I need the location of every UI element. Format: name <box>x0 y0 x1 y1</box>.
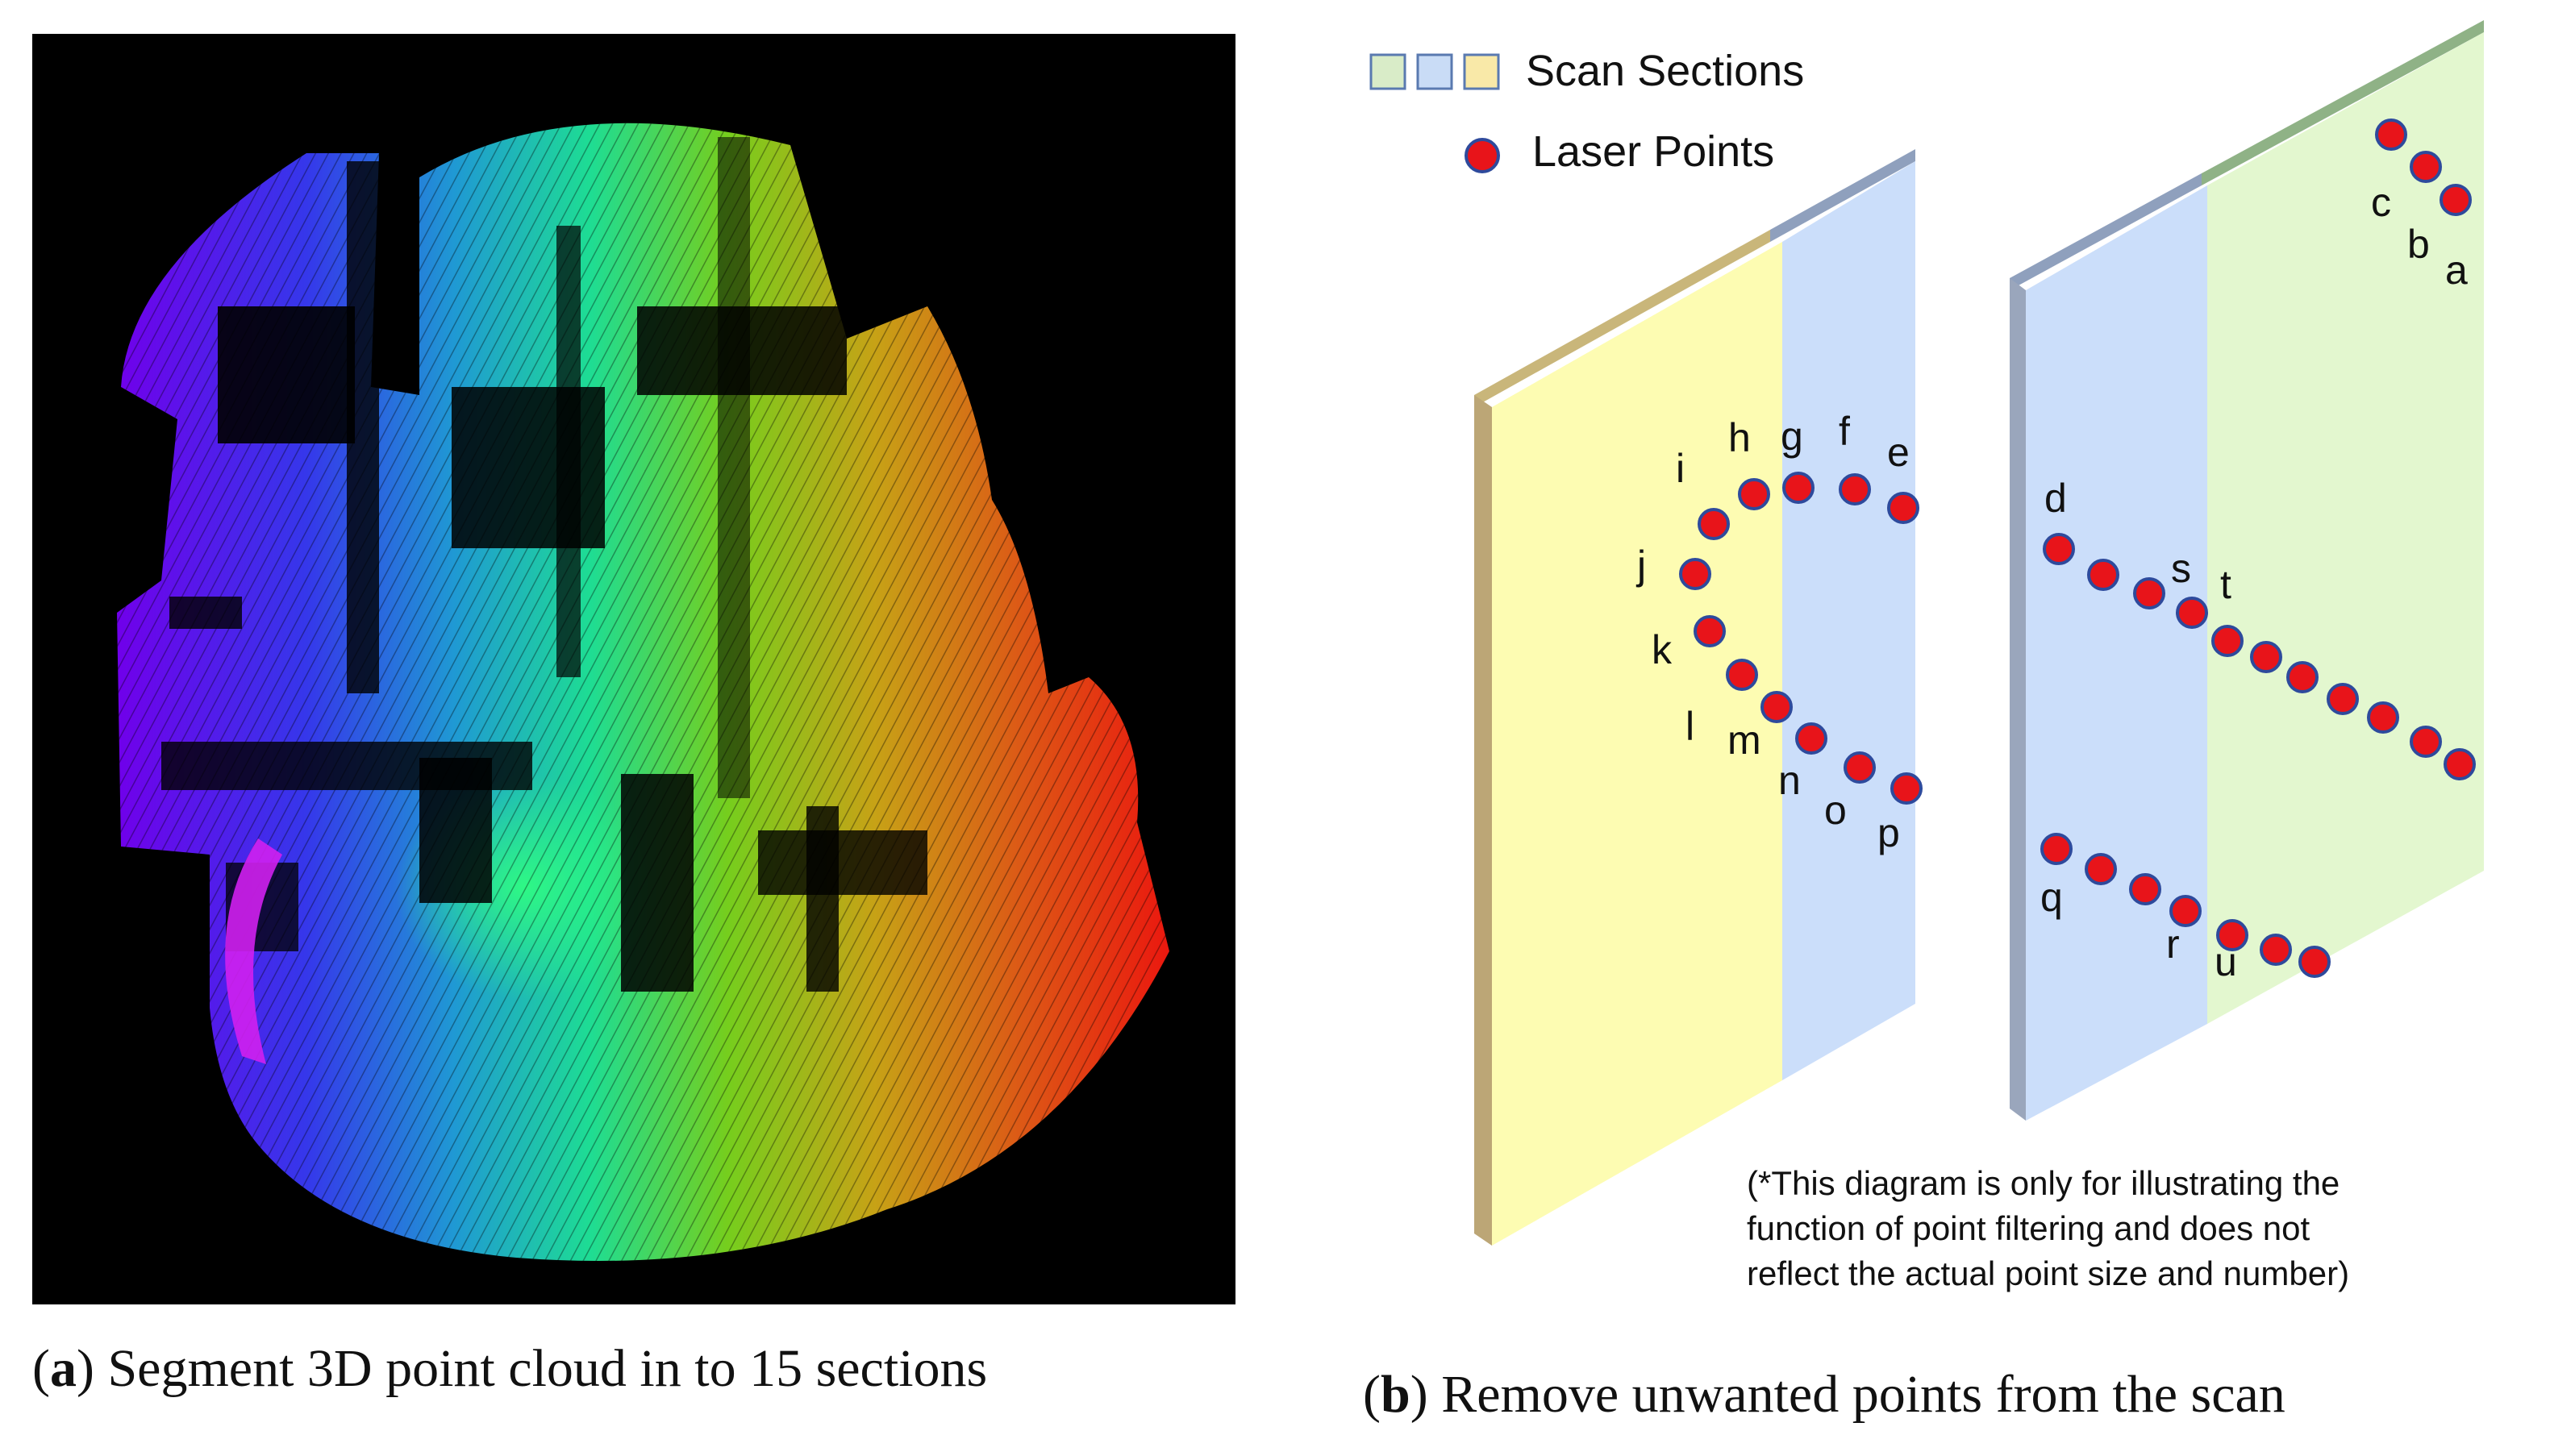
point-r <box>2169 895 2202 927</box>
point-c <box>2375 119 2407 151</box>
note-line-1: (*This diagram is only for illustrating … <box>1747 1164 2340 1202</box>
note-line-2: function of point filtering and does not <box>1747 1209 2310 1247</box>
point-cloud-panel <box>32 34 1235 1304</box>
diagram-note: (*This diagram is only for illustrating … <box>1747 1164 2349 1292</box>
right-board-top-blue <box>2010 173 2202 290</box>
point-u <box>2216 919 2248 951</box>
right-board-edge <box>2010 278 2026 1121</box>
legend: Scan Sections Laser Points <box>1369 47 1804 176</box>
point-cloud <box>117 123 1169 1261</box>
legend-point-icon <box>1465 138 1500 173</box>
legend-scan-sections: Scan Sections <box>1526 47 1804 95</box>
label-a: a <box>2445 248 2468 293</box>
legend-laser-points: Laser Points <box>1532 127 1774 176</box>
laser-points <box>1679 119 2476 978</box>
label-p: p <box>1877 810 1900 855</box>
label-e: e <box>1887 430 1910 475</box>
left-board-top-yellow <box>1474 230 1770 407</box>
point-j <box>1679 558 1711 590</box>
point-p <box>1890 772 1923 805</box>
label-f: f <box>1839 409 1850 454</box>
label-n: n <box>1778 758 1801 803</box>
legend-swatch-yellow <box>1463 53 1500 90</box>
legend-swatch-blue <box>1416 53 1453 90</box>
left-board-blue-section <box>1782 161 1915 1080</box>
label-i: i <box>1676 446 1685 491</box>
label-l: l <box>1685 704 1694 749</box>
caption-b: (b) Remove unwanted points from the scan <box>1363 1365 2285 1424</box>
right-board <box>2010 20 2484 1121</box>
label-g: g <box>1781 414 1803 459</box>
label-m: m <box>1727 718 1761 763</box>
label-d: d <box>2044 476 2067 521</box>
label-u: u <box>2215 939 2237 984</box>
label-q: q <box>2040 875 2063 920</box>
point-l <box>1726 659 1758 691</box>
legend-swatch-green <box>1369 53 1406 90</box>
point-labels: a b c d e f g h i j k l m n o p q r s t … <box>1635 180 2468 984</box>
left-board <box>1474 149 1915 1246</box>
point-h <box>1738 478 1770 510</box>
label-c: c <box>2371 180 2391 225</box>
point-m <box>1760 691 1793 723</box>
point-o <box>1844 751 1876 784</box>
label-k: k <box>1652 627 1673 672</box>
point-f <box>1839 473 1871 505</box>
label-j: j <box>1635 543 1646 588</box>
point-d <box>2043 533 2075 565</box>
caption-a: (a) Segment 3D point cloud in to 15 sect… <box>32 1339 988 1398</box>
point-i <box>1698 508 1730 540</box>
point-k <box>1694 615 1726 647</box>
label-s: s <box>2171 546 2191 591</box>
label-h: h <box>1728 415 1751 460</box>
point-q <box>2040 833 2073 865</box>
left-board-top-blue <box>1770 149 1915 242</box>
left-board-yellow-section <box>1492 242 1782 1246</box>
point-e <box>1887 492 1919 524</box>
point-b <box>2410 151 2442 183</box>
point-g <box>1782 472 1815 504</box>
label-t: t <box>2220 562 2231 607</box>
point-t <box>2211 625 2244 657</box>
note-line-3: reflect the actual point size and number… <box>1747 1254 2349 1292</box>
point-n <box>1795 722 1827 755</box>
right-board-blue-section <box>2026 185 2207 1121</box>
point-a <box>2440 184 2472 216</box>
label-b: b <box>2407 222 2430 267</box>
label-r: r <box>2166 921 2180 967</box>
right-board-green-section <box>2207 32 2484 1024</box>
left-board-edge <box>1474 395 1492 1246</box>
label-o: o <box>1824 788 1847 833</box>
point-s <box>2176 597 2208 629</box>
right-board-top-green <box>2202 20 2484 185</box>
